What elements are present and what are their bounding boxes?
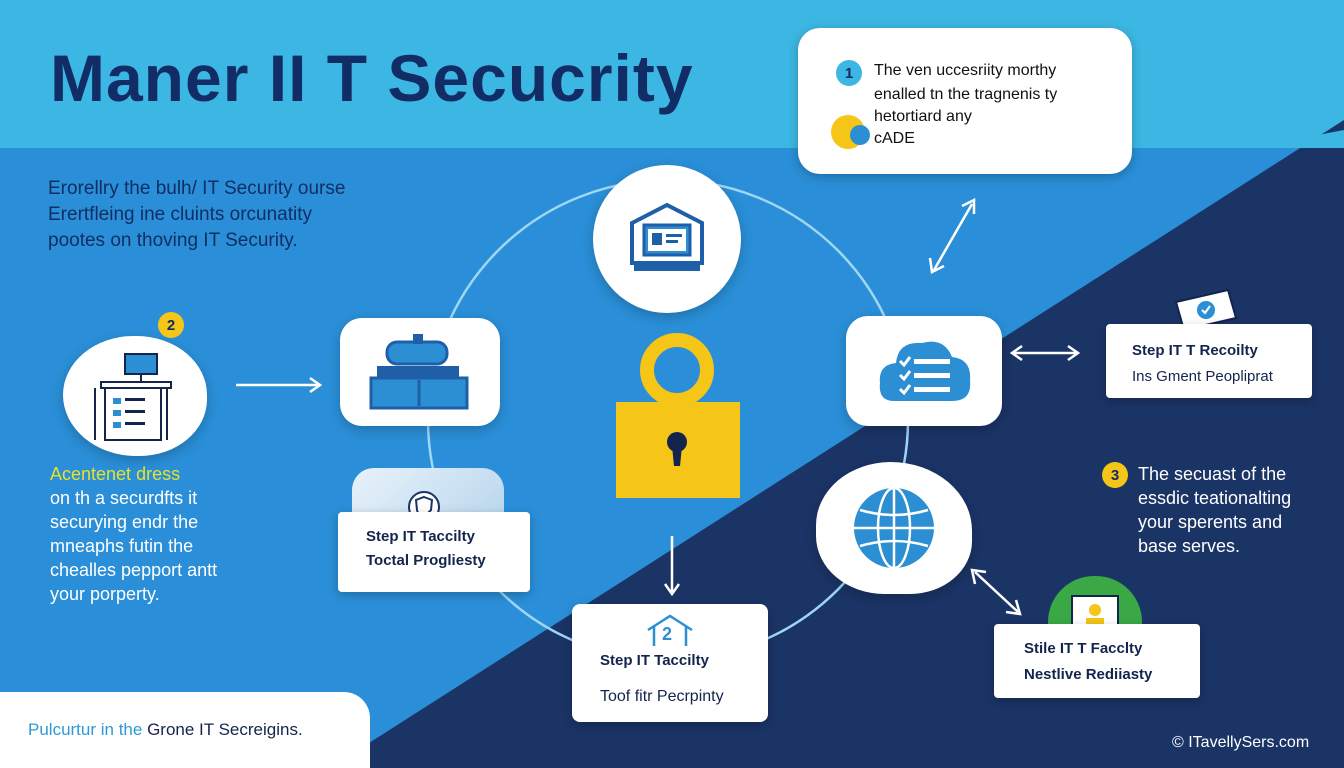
card-subtitle: Toctal Progliesty — [366, 552, 486, 569]
intro-line: Erertfleing ine cluints orcunatity — [48, 204, 313, 225]
card-subtitle: Toof fitr Pecrpinty — [600, 688, 724, 705]
highlight-text: Acentenet dress — [50, 464, 181, 484]
server-node[interactable] — [340, 318, 500, 426]
house-icon — [647, 614, 693, 646]
footer-body: Grone IT Secreigins. — [147, 720, 303, 739]
padlock-icon — [616, 333, 740, 498]
server-rack-icon — [369, 334, 469, 410]
step-card-right-top[interactable]: Step IT T Recoilty Ins Gment Peopliprat — [1106, 324, 1312, 398]
description-line: base serves. — [1138, 536, 1241, 556]
number-badge: 1 — [836, 60, 862, 86]
checklist-node[interactable] — [846, 316, 1002, 426]
monitor-node[interactable] — [593, 165, 741, 313]
intro-text: Erorellry the bulh/ IT Security ourse Er… — [48, 176, 388, 254]
footer-card: Pulcurtur in the Grone IT Secreigins. — [0, 692, 370, 768]
footer-text: Pulcurtur in the Grone IT Secreigins. — [28, 720, 303, 740]
toggle-dots-icon — [831, 115, 870, 149]
card-title: Step IT Taccilty — [600, 652, 709, 669]
globe-icon — [854, 486, 934, 570]
step-card-bottom[interactable]: 2 Step IT Taccilty Toof fitr Pecrpinty — [572, 604, 768, 722]
card-title: Stile IT T Facclty — [1024, 640, 1143, 657]
description-line: chealles pepport antt — [50, 560, 218, 580]
house-icon-label: 2 — [662, 624, 673, 644]
page-title: Maner II T Secucrity — [50, 41, 694, 115]
copyright: © ITavellySers.com — [1172, 734, 1310, 751]
intro-line: Erorellry the bulh/ IT Security ourse — [48, 178, 346, 199]
card-subtitle: Ins Gment Peopliprat — [1132, 368, 1273, 385]
callout-line: enalled tn the tragnenis ty — [874, 86, 1058, 103]
computer-monitor-icon — [630, 202, 704, 271]
description-line: The secuast of the — [1138, 464, 1287, 484]
footer-highlight: Pulcurtur in the — [28, 720, 143, 739]
callout-card-top: 1 The ven uccesriity morthy enalled tn t… — [798, 28, 1132, 174]
callout-line: hetortiard any — [874, 108, 972, 125]
left-description: Acentenet dress on th a securdfts it sec… — [50, 462, 217, 606]
number-badge: 2 — [158, 312, 184, 338]
description-line: essdic teationalting — [1138, 488, 1292, 508]
card-subtitle: Nestlive Rediiasty — [1024, 666, 1153, 683]
card-title: Step IT Taccilty — [366, 528, 475, 545]
step-card-right-bottom[interactable]: Stile IT T Facclty Nestlive Rediiasty — [994, 624, 1200, 698]
number-badge: 3 — [1102, 462, 1128, 488]
callout-line: The ven uccesriity morthy — [874, 62, 1057, 79]
checklist-cloud-icon — [879, 341, 971, 401]
description-line: mneaphs futin the — [50, 536, 194, 556]
workstation-node[interactable] — [63, 336, 207, 456]
desk-workstation-icon — [94, 353, 172, 441]
description-line: securying endr the — [50, 512, 199, 532]
shield-screen-icon — [1174, 288, 1238, 332]
globe-node[interactable] — [816, 462, 972, 594]
step-card-left[interactable]: Step IT Taccilty Toctal Progliesty — [338, 512, 530, 592]
description-line: your sperents and — [1138, 512, 1283, 532]
right-description: The secuast of the essdic teationalting … — [1138, 462, 1291, 558]
callout-line: cADE — [874, 130, 915, 147]
description-line: your porperty. — [50, 584, 160, 604]
card-title: Step IT T Recoilty — [1132, 342, 1258, 359]
description-line: on th a securdfts it — [50, 488, 198, 508]
intro-line: pootes on thoving IT Security. — [48, 230, 298, 251]
